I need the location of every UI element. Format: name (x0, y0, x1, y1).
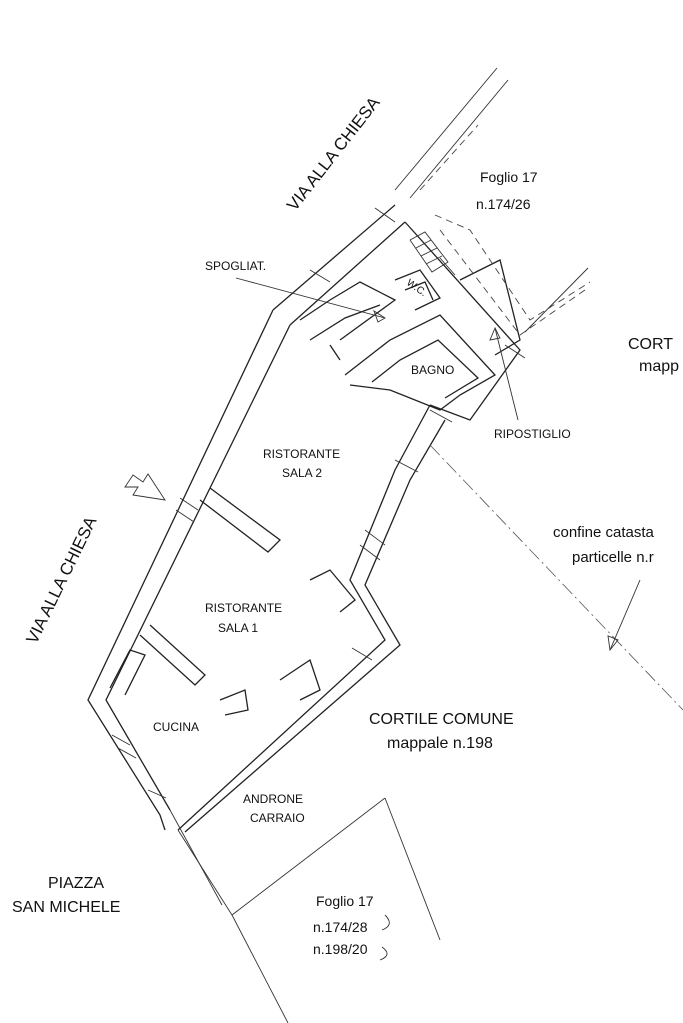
cortile-right-line1: CORT (628, 336, 673, 353)
opening-marks (111, 207, 526, 799)
piazza-label-line2: SAN MICHELE (12, 899, 120, 916)
parcel-top-numero: n.174/26 (476, 196, 531, 212)
entrance-arrow-icon (124, 473, 166, 501)
room-label-androne-line2: CARRAIO (250, 811, 305, 825)
confine-line1: confine catasta (553, 524, 655, 541)
cortile-comune-line1: CORTILE COMUNE (369, 711, 514, 728)
confine-line2: particelle n.r (572, 549, 654, 566)
street-edge-top (394, 67, 509, 199)
room-label-androne-line1: ANDRONE (243, 792, 303, 806)
parcel-bottom-foglio: Foglio 17 (316, 893, 374, 909)
cadastral-boundary-line (429, 444, 683, 711)
room-label-bagno: BAGNO (411, 363, 454, 377)
room-label-wc: W.C. (404, 277, 428, 298)
bottom-boundaries (169, 797, 441, 1023)
piazza-label-line1: PIAZZA (48, 875, 104, 892)
room-label-sala2-line2: SALA 2 (282, 466, 322, 480)
parcel-top-foglio: Foglio 17 (480, 169, 538, 185)
parcel-boundary-dashed (434, 214, 591, 336)
room-label-ripostiglio: RIPOSTIGLIO (494, 427, 571, 441)
building-outer-walls (87, 204, 521, 833)
room-label-sala1-line2: SALA 1 (218, 621, 258, 635)
room-label-sala1-line1: RISTORANTE (205, 601, 282, 615)
room-label-spogliatoio: SPOGLIAT. (205, 259, 266, 273)
leader-arrows (235, 257, 641, 961)
interior-walls (109, 231, 521, 716)
room-label-cucina: CUCINA (153, 720, 199, 734)
cortile-comune-line2: mappale n.198 (387, 735, 493, 752)
street-label-via-left: VIA ALLA CHIESA (23, 513, 101, 647)
room-label-sala2-line1: RISTORANTE (263, 447, 340, 461)
street-label-via-top: VIA ALLA CHIESA (283, 93, 384, 215)
cortile-right-line2: mapp (639, 358, 679, 375)
parcel-bottom-numero2: n.198/20 (313, 941, 368, 957)
parcel-bottom-numero1: n.174/28 (313, 919, 368, 935)
